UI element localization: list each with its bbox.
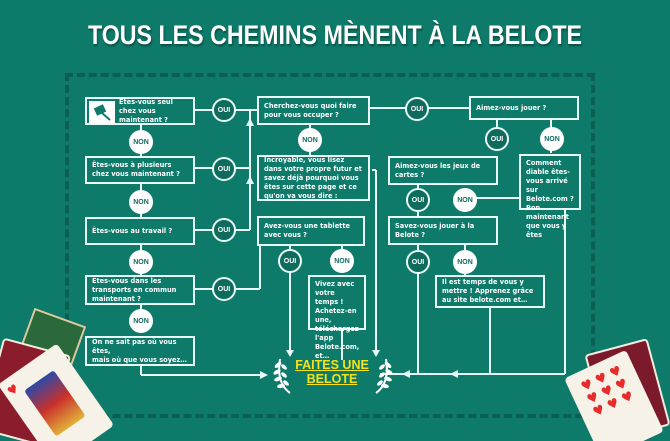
page-title: TOUS LES CHEMINS MÈNENT À LA BELOTE — [87, 20, 583, 50]
no-badge: NON — [298, 128, 322, 152]
no-badge: NON — [129, 130, 153, 154]
node-text: Aimez-vous les jeux de cartes ? — [395, 161, 481, 179]
node-q-play: Aimez-vous jouer ? — [469, 96, 579, 120]
node-q-know: Savez-vous jouer à la Belote ? — [388, 216, 498, 245]
final-line-2: BELOTE — [306, 372, 358, 386]
yes-badge: OUI — [212, 277, 236, 301]
no-badge: NON — [330, 249, 354, 273]
final-outcome: FAITES UNE BELOTE — [292, 358, 372, 386]
node-q-transport: Êtes-vous dans les transports en commun … — [85, 275, 195, 305]
node-text: Êtes-vous à plusieurs chez vous maintena… — [92, 161, 180, 178]
node-text: Il est temps de vous y mettre ! Apprenez… — [442, 278, 534, 304]
node-a-how: Comment diable êtes-vous arrivé sur Belo… — [519, 154, 581, 239]
no-badge: NON — [129, 309, 153, 333]
node-a-live: Vivez avec votre temps ! Achetez-en une,… — [308, 275, 366, 360]
node-text: Savez-vous jouer à la Belote ? — [395, 221, 475, 239]
no-badge: NON — [540, 127, 564, 151]
node-q-cards: Aimez-vous les jeux de cartes ? — [388, 156, 498, 185]
no-badge: NON — [453, 250, 477, 274]
laurel-icon — [375, 358, 393, 394]
heart-icon: ♥ ♥ ♥♥ ♥ ♥♥ ♥ ♥ — [578, 363, 637, 421]
node-q-alone: Êtes-vous seul chez vous maintenant ? — [85, 97, 195, 125]
node-text: Avez-vous une tablette avec vous ? — [264, 222, 350, 239]
node-text: Êtes-vous dans les transports en commun … — [92, 276, 177, 303]
node-text: Êtes-vous au travail ? — [92, 226, 173, 235]
node-text: Êtes-vous seul chez vous maintenant ? — [119, 97, 173, 124]
yes-badge: OUI — [406, 188, 430, 212]
node-text: Comment diable êtes-vous arrivé sur Belo… — [526, 159, 574, 239]
node-text: On ne sait pas où vous êtes, mais où que… — [92, 337, 187, 364]
yes-badge: OUI — [406, 250, 430, 274]
node-text: Cherchez-vous quoi faire pour vous occup… — [264, 101, 357, 119]
node-q-several: Êtes-vous à plusieurs chez vous maintena… — [85, 156, 195, 184]
no-badge: NON — [453, 188, 477, 212]
queen-of-hearts-card: ♥ — [0, 307, 120, 441]
node-text: Aimez-vous jouer ? — [476, 103, 547, 112]
node-a-learn: Il est temps de vous y mettre ! Apprenez… — [435, 275, 545, 308]
node-q-tablet: Avez-vous une tablette avec vous ? — [257, 216, 365, 246]
no-badge: NON — [129, 250, 153, 274]
node-q-occupy: Cherchez-vous quoi faire pour vous occup… — [257, 96, 370, 125]
node-q-work: Êtes-vous au travail ? — [85, 217, 195, 245]
no-badge: NON — [129, 190, 153, 214]
node-text: Vivez avec votre temps ! Achetez-en une,… — [315, 280, 360, 360]
yes-badge: OUI — [212, 218, 236, 242]
laurel-icon — [273, 358, 291, 394]
yes-badge: OUI — [212, 98, 236, 122]
checkered-flag-icon — [89, 101, 115, 123]
chalkboard-frame — [65, 73, 595, 418]
final-line-1: FAITES UNE — [295, 358, 369, 372]
yes-badge: OUI — [485, 127, 509, 151]
yes-badge: OUI — [405, 97, 429, 121]
heart-icon: ♥ — [4, 381, 22, 399]
node-a-unknown: On ne sait pas où vous êtes, mais où que… — [85, 336, 195, 366]
yes-badge: OUI — [278, 249, 302, 273]
yes-badge: OUI — [212, 157, 236, 181]
node-text: Incroyable, vous lisez dans votre propre… — [264, 155, 362, 200]
nine-of-hearts-card: ♥ ♥ ♥♥ ♥ ♥♥ ♥ ♥ — [564, 338, 670, 441]
node-a-incredible: Incroyable, vous lisez dans votre propre… — [257, 155, 370, 201]
